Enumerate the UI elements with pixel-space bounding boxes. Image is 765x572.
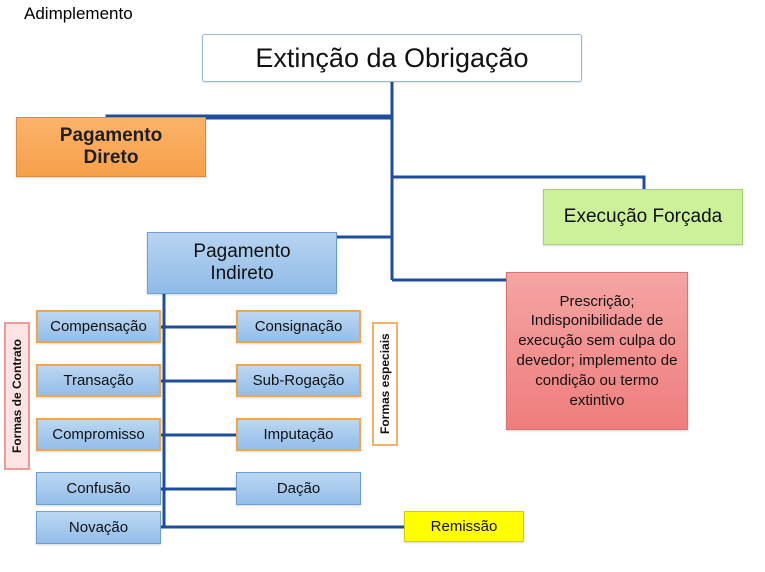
node-pagamento-indireto-line1: Pagamento: [193, 241, 291, 263]
node-dacao: Dação: [236, 472, 361, 505]
node-imputacao: Imputação: [236, 418, 361, 451]
node-execucao-forcada: Execução Forçada: [543, 189, 743, 245]
node-pagamento-direto-line2: Direto: [83, 147, 139, 168]
node-prescricao: Prescrição; Indisponibilidade de execuçã…: [506, 272, 688, 430]
node-pagamento-direto: Pagamento Direto: [16, 117, 206, 177]
node-sub-rogacao: Sub-Rogação: [236, 364, 361, 397]
diagram-note: Adimplemento: [24, 4, 133, 23]
node-novacao: Novação: [36, 511, 161, 544]
node-remissao: Remissão: [404, 511, 524, 542]
root-node-extincao-da-obrigacao: Extinção da Obrigação: [202, 34, 582, 82]
node-compensacao: Compensação: [36, 310, 161, 343]
node-pagamento-indireto-line2: Indireto: [210, 263, 274, 284]
node-pagamento-indireto: Pagamento Indireto: [147, 232, 337, 294]
node-confusao: Confusão: [36, 472, 161, 505]
node-compromisso: Compromisso: [36, 418, 161, 451]
node-consignacao: Consignação: [236, 310, 361, 343]
node-pagamento-direto-line1: Pagamento: [59, 125, 163, 147]
node-transacao: Transação: [36, 364, 161, 397]
label-formas-de-contrato: Formas de Contrato: [4, 322, 30, 470]
label-formas-especiais: Formas especiais: [372, 322, 398, 446]
